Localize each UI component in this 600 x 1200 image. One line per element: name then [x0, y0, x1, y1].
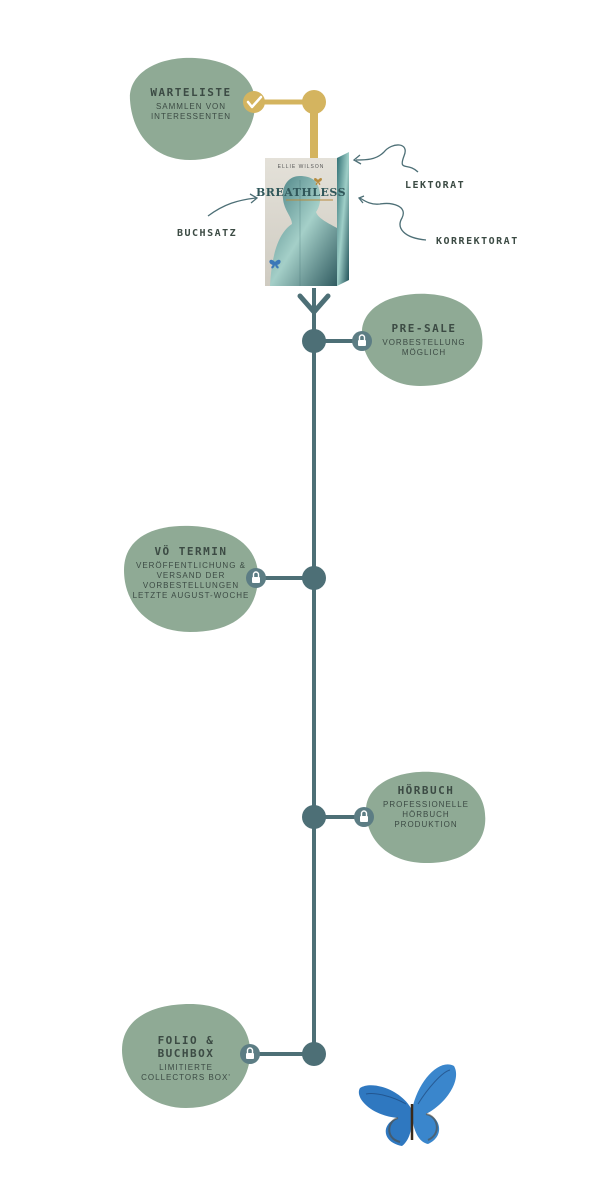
milestone-voe: VÖ TERMIN VERÖFFENTLICHUNG & VERSAND DER…	[132, 545, 250, 601]
milestone-hoerbuch: HÖRBUCH PROFESSIONELLE HÖRBUCH PRODUKTIO…	[374, 784, 478, 830]
milestone-subtitle: SAMMLEN VON INTERESSENTEN	[150, 102, 232, 121]
milestone-title: WARTELISTE	[150, 86, 232, 99]
milestone-presale: PRE-SALE VORBESTELLUNG MÖGLICH	[372, 322, 476, 358]
annotation-lektorat: LEKTORAT	[405, 180, 466, 191]
butterfly-icon	[314, 178, 322, 186]
gold-connector	[255, 90, 326, 160]
milestone-subtitle: PROFESSIONELLE HÖRBUCH PRODUKTION	[382, 800, 470, 829]
butterfly-icon	[269, 259, 281, 269]
milestone-title: FOLIO & BUCHBOX	[157, 1034, 215, 1060]
node-presale	[302, 329, 326, 353]
node-voe	[302, 566, 326, 590]
book-cover: ELLIE WILSON BREATHLESS	[256, 152, 349, 286]
butterfly-icon	[358, 1064, 457, 1146]
arrow-icon	[207, 197, 257, 217]
arrow-head	[297, 293, 331, 316]
milestone-subtitle: VORBESTELLUNG MÖGLICH	[382, 338, 466, 357]
annotation-buchsatz: BUCHSATZ	[177, 228, 238, 239]
blob-warteliste	[129, 57, 256, 160]
milestone-folio: FOLIO & BUCHBOX LIMITIERTE COLLECTORS BO…	[130, 1034, 242, 1083]
lock-icon	[354, 807, 374, 827]
node-hoerbuch	[302, 805, 326, 829]
lock-icon	[352, 331, 372, 351]
annotation-korrektorat: KORREKTORAT	[436, 236, 519, 247]
arrow-icon	[355, 144, 419, 173]
milestone-title: HÖRBUCH	[397, 784, 455, 797]
milestone-title: VÖ TERMIN	[154, 545, 228, 558]
blob-presale	[361, 293, 483, 386]
blob-hoerbuch	[366, 771, 486, 864]
node-folio	[302, 1042, 326, 1066]
milestone-subtitle: LIMITIERTE COLLECTORS BOX'	[141, 1063, 231, 1082]
lock-icon	[246, 568, 266, 588]
milestone-warteliste: WARTELISTE SAMMLEN VON INTERESSENTEN	[135, 86, 247, 122]
book-author: ELLIE WILSON	[278, 164, 325, 170]
milestone-title: PRE-SALE	[391, 322, 457, 335]
arrow-icon	[359, 197, 427, 241]
milestone-subtitle: VERÖFFENTLICHUNG & VERSAND DER VORBESTEL…	[132, 561, 250, 600]
check-icon	[243, 91, 265, 113]
book-title: BREATHLESS	[256, 186, 346, 199]
blob-folio	[122, 1004, 251, 1108]
blob-voe	[124, 525, 259, 632]
lock-icon	[240, 1044, 260, 1064]
